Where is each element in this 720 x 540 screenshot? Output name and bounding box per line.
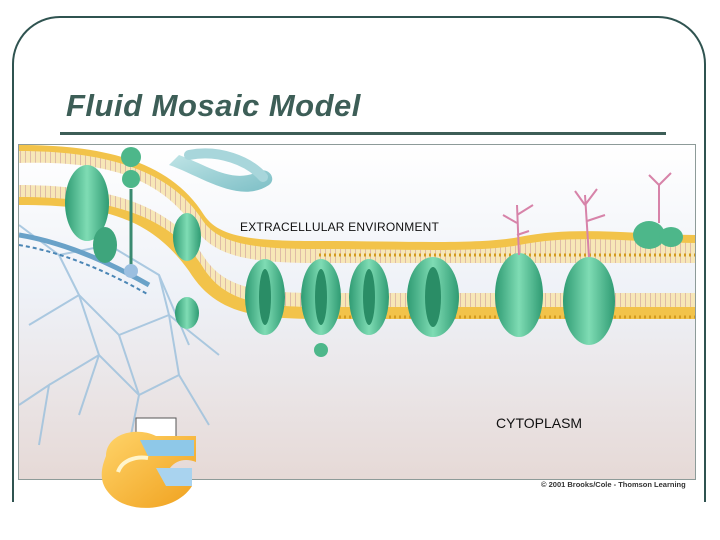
cytoplasm-label: CYTOPLASM (496, 415, 583, 431)
slide-frame (12, 16, 706, 502)
image-credit: © 2001 Brooks/Cole - Thomson Learning (541, 480, 686, 489)
extracellular-label: EXTRACELLULAR ENVIRONMENT (240, 220, 440, 234)
slide-title: Fluid Mosaic Model (66, 88, 361, 123)
membrane-diagram-svg (19, 145, 695, 479)
membrane-illustration (18, 144, 696, 480)
title-underline (60, 132, 666, 135)
membrane-curl-icon (101, 417, 196, 508)
